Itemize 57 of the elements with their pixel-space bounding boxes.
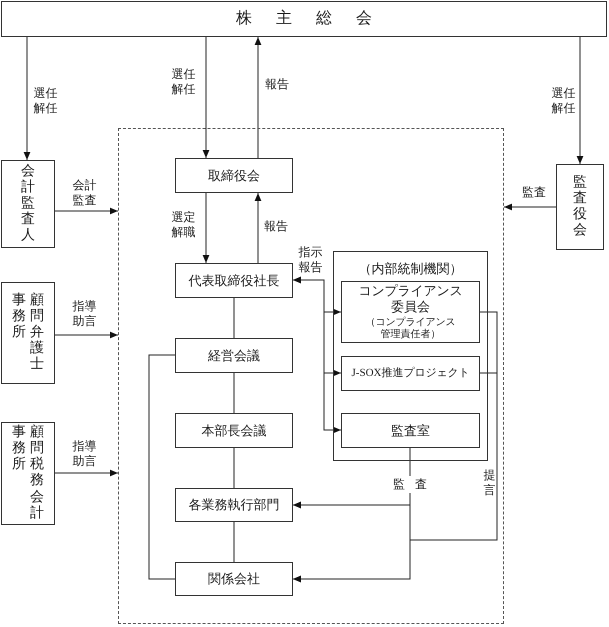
org-box bbox=[556, 164, 604, 250]
arrow bbox=[254, 36, 262, 158]
edge-label: 指示報告 bbox=[298, 245, 324, 274]
org-box bbox=[175, 338, 293, 373]
arrow bbox=[254, 192, 262, 264]
edge-label: 選任解任 bbox=[33, 86, 58, 116]
org-box bbox=[1, 160, 55, 248]
arrow bbox=[24, 36, 30, 160]
edge-label: 選定解職 bbox=[171, 210, 196, 240]
org-label: 監査室 bbox=[391, 422, 430, 438]
group-heading: （内部統制機関） bbox=[358, 261, 462, 277]
org-box bbox=[175, 263, 293, 298]
arrow bbox=[54, 332, 118, 338]
org-box bbox=[1, 422, 55, 525]
org-label: 本部長会議 bbox=[202, 422, 266, 438]
org-label: 関係会社 bbox=[208, 571, 260, 587]
edge-label: 会計監査 bbox=[72, 178, 98, 208]
org-label: 株主総会 bbox=[235, 9, 396, 29]
edge-label: 監査 bbox=[522, 185, 546, 200]
org-box bbox=[341, 281, 480, 343]
arrow bbox=[504, 204, 556, 210]
org-box bbox=[175, 413, 293, 448]
arrow bbox=[54, 208, 118, 214]
org-box bbox=[175, 158, 293, 193]
org-label: 会計監査人 bbox=[21, 164, 35, 244]
arrow bbox=[202, 192, 210, 264]
group-frame bbox=[333, 251, 488, 461]
dashed-frame bbox=[118, 128, 504, 624]
org-label: 顧問税務会計事務所 bbox=[12, 425, 44, 522]
sub-label: （コンプライアンス管理責任者） bbox=[364, 316, 456, 341]
org-box bbox=[341, 356, 480, 391]
org-label: 顧問弁護士事務所 bbox=[12, 292, 44, 374]
arrow bbox=[576, 36, 584, 164]
org-label: 各業務執行部門 bbox=[188, 497, 280, 513]
arrow bbox=[54, 470, 118, 476]
connector-line bbox=[148, 354, 176, 580]
org-box bbox=[341, 413, 480, 448]
edge-label: 提言 bbox=[483, 468, 496, 498]
double-arrow bbox=[292, 276, 342, 434]
org-label: J-SOX推進プロジェクト bbox=[352, 366, 470, 380]
org-box bbox=[175, 562, 293, 596]
org-label: 経営会議 bbox=[208, 348, 260, 364]
org-label: コンプライアンス委員会 bbox=[357, 283, 464, 315]
edge-label: 報告 bbox=[265, 77, 289, 92]
edge-label: 選任解任 bbox=[171, 67, 196, 96]
edge-label: 報告 bbox=[264, 219, 288, 234]
org-box bbox=[175, 488, 293, 522]
org-label: 取締役会 bbox=[208, 168, 260, 184]
arrow bbox=[292, 372, 498, 582]
org-label: 監査役会 bbox=[573, 174, 587, 240]
arrow bbox=[202, 36, 210, 158]
org-box bbox=[1, 282, 55, 384]
edge-label: 選任解任 bbox=[551, 86, 576, 116]
org-box bbox=[1, 1, 607, 37]
edge-label: 指導助言 bbox=[72, 299, 98, 328]
org-label: 代表取締役社長 bbox=[188, 272, 280, 288]
edge-label: 指導助言 bbox=[72, 439, 98, 468]
